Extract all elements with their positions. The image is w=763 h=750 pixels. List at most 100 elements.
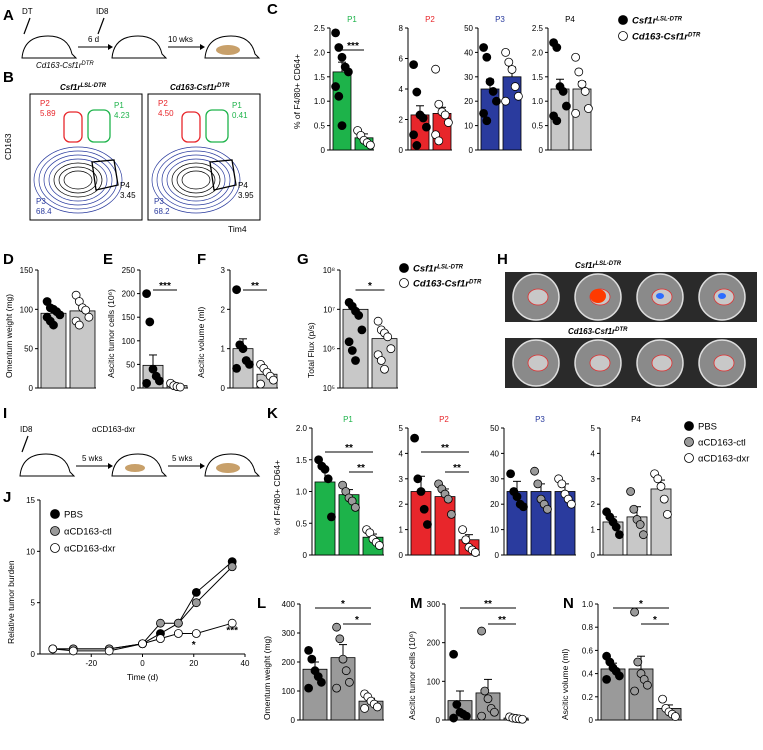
k-p4-point — [653, 474, 663, 484]
gate-value-p1: 0.41 — [232, 111, 248, 120]
j-point — [156, 618, 165, 628]
n-point — [671, 712, 680, 721]
f-point — [238, 344, 248, 354]
m-point — [480, 686, 490, 696]
legend-g-marker — [399, 263, 409, 273]
panel-label-k: K — [267, 405, 278, 422]
k-p2-point — [416, 487, 426, 496]
k-title-p1: P1 — [343, 415, 353, 424]
schematic-a-inj1: DT — [22, 7, 33, 16]
c-p4-point — [552, 116, 562, 126]
j-point — [138, 639, 147, 649]
l-tick-label: 100 — [282, 687, 296, 696]
arrowhead-1 — [108, 44, 113, 50]
c-p2-point — [412, 141, 422, 150]
gate-label-p1: P1 — [114, 101, 124, 110]
f-point — [244, 359, 254, 369]
legend-j-label: αCD163-dxr — [64, 544, 115, 555]
d-point — [49, 320, 58, 330]
k-p2-sig-label: ** — [453, 463, 461, 474]
imaging-tissue — [651, 354, 673, 372]
flow-contour — [161, 154, 231, 206]
panel-label-c: C — [267, 1, 278, 18]
n-point — [633, 657, 643, 667]
l-point — [304, 683, 314, 693]
k-p3-point — [557, 479, 567, 489]
m-point — [489, 707, 499, 717]
m-point — [452, 700, 462, 709]
l-point — [332, 622, 342, 632]
legend-c-label: Csf1rLSL-DTR — [632, 16, 683, 27]
k-p4-tick-label: 1 — [591, 526, 596, 535]
legend-g-label: Cd163-Csf1rDTR — [413, 279, 482, 290]
g-ylabel: Total Flux (p/s) — [306, 322, 316, 378]
g-tick-label: 10⁶ — [323, 345, 335, 354]
j-point — [191, 629, 201, 638]
k-p2-point — [410, 433, 420, 443]
n-point — [643, 680, 652, 690]
c-p1-tick-label: 0 — [321, 146, 326, 155]
j-ytick-label: 0 — [31, 650, 36, 659]
e-tick-label: 150 — [122, 313, 136, 322]
j-xtick-label: 20 — [189, 659, 198, 668]
c-p4-point — [584, 104, 593, 113]
c-p3-point — [488, 87, 498, 96]
flow-contour — [33, 146, 123, 214]
f-ylabel: Ascitic volume (ml) — [196, 307, 206, 378]
k-title-p2: P2 — [439, 415, 449, 424]
tumor-icon — [125, 464, 145, 472]
legend-k-marker — [684, 437, 694, 447]
panel-label-g: G — [297, 251, 309, 268]
tumor-icon — [216, 45, 240, 55]
k-p3-point — [543, 504, 552, 514]
imaging-tissue — [589, 354, 611, 372]
flow-plots: CD163 Tim4 Csf1rLSL-DTR Cd163-Csf1rDTR P… — [3, 83, 261, 234]
n-tick-label: 0.8 — [582, 623, 594, 632]
panel-label-m: M — [410, 595, 423, 612]
k-p4-point — [611, 522, 621, 532]
c-p4-bar — [572, 88, 592, 151]
legend-g-label: Csf1rLSL-DTR — [413, 264, 464, 275]
g-point — [380, 364, 389, 374]
panel-label-d: D — [3, 251, 14, 268]
legend-g-marker — [399, 278, 409, 288]
flow-contour — [151, 146, 241, 214]
k-p3-point — [567, 499, 576, 509]
c-p3-point — [485, 77, 495, 87]
c-p3-point — [510, 82, 520, 91]
d-point — [55, 310, 65, 320]
j-point — [156, 634, 165, 643]
gate-label-p3: P3 — [154, 197, 164, 206]
k-p3-point — [533, 479, 543, 489]
l-point — [307, 654, 317, 664]
k-p2-tick-label: 0 — [399, 551, 404, 560]
c-title-p1: P1 — [347, 15, 357, 24]
m-point — [477, 626, 487, 636]
c-p1-point — [337, 52, 347, 62]
flow-ylabel: CD163 — [3, 133, 13, 160]
k-p1-point — [350, 502, 360, 512]
flow-contour — [166, 158, 226, 202]
j-xtick-label: -20 — [85, 659, 97, 668]
l-point — [344, 677, 354, 687]
legend-k-marker — [684, 453, 694, 463]
l-point — [341, 666, 351, 676]
k-p2-point — [458, 525, 468, 534]
e-point — [145, 317, 155, 327]
panel-label-j: J — [3, 489, 11, 506]
c-p1-point — [337, 121, 347, 130]
k-p1-point — [320, 464, 330, 474]
c-p1-sig-label: *** — [347, 41, 359, 52]
k-p2-tick-label: 5 — [399, 424, 404, 433]
m-point — [518, 714, 527, 724]
e-point — [175, 382, 185, 392]
g-tick-label: 10⁵ — [323, 384, 335, 393]
schematic-i-step1: 5 wks — [82, 454, 102, 463]
gate-value-p1: 4.23 — [114, 111, 130, 120]
k-p3-point — [519, 502, 528, 512]
k-p1-tick-label: 2.0 — [296, 424, 308, 433]
legend-j-marker — [50, 509, 60, 519]
j-point — [48, 644, 58, 654]
d-tick-label: 0 — [29, 384, 34, 393]
